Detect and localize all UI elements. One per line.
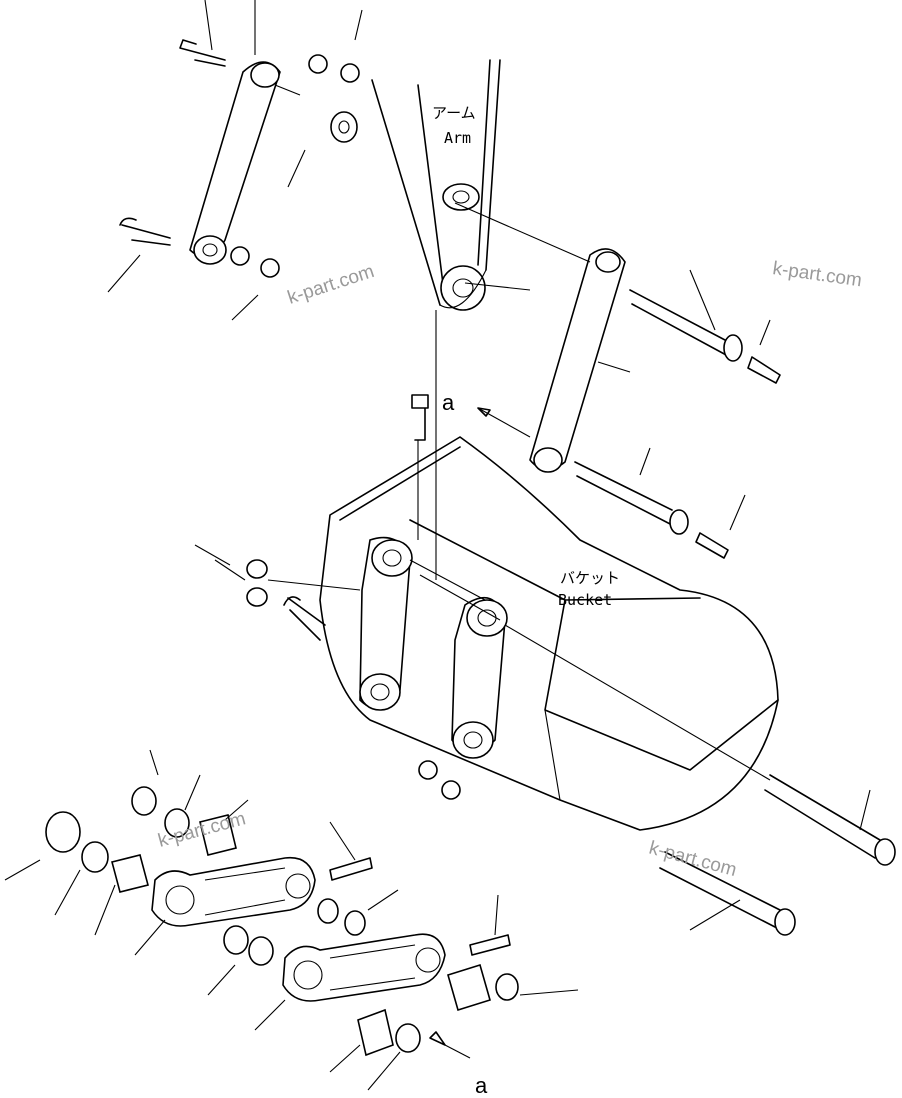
watermark: k-part.com bbox=[771, 258, 863, 291]
upper-left-link bbox=[107, 0, 363, 321]
watermark: k-part.com bbox=[285, 261, 377, 309]
bucket bbox=[194, 310, 896, 936]
lower-link-assembly bbox=[4, 749, 579, 1091]
reference-a-bottom: a bbox=[475, 1073, 488, 1098]
bucket-label-en: Bucket bbox=[558, 591, 612, 609]
watermark: k-part.com bbox=[647, 838, 739, 882]
bucket-label-jp: バケット bbox=[560, 569, 620, 587]
arm-label-jp: アーム bbox=[432, 104, 476, 122]
right-link bbox=[454, 202, 781, 559]
arm bbox=[371, 59, 501, 311]
reference-a-top: a bbox=[442, 390, 455, 415]
arm-label-en: Arm bbox=[444, 129, 471, 147]
